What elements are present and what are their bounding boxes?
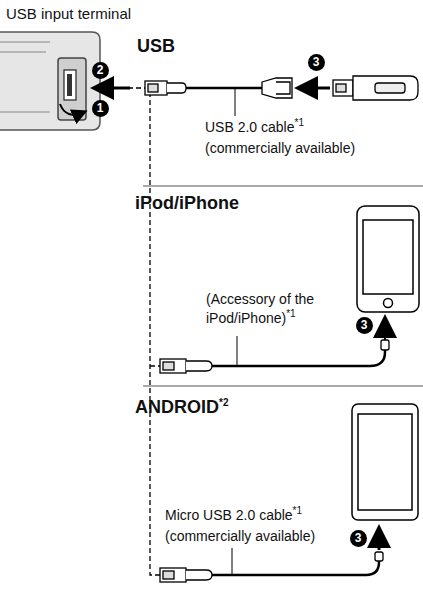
footnote-mark: *1 bbox=[293, 505, 302, 516]
cable-label: (Accessory of the iPod/iPhone) bbox=[206, 291, 314, 326]
section-heading: USB bbox=[137, 36, 175, 56]
head-unit bbox=[0, 32, 100, 130]
callout-number: 3 bbox=[356, 317, 373, 334]
callout-number: 1 bbox=[92, 100, 109, 117]
section-heading-wrap: iPod/iPhone bbox=[135, 192, 239, 214]
cable-note: (commercially available) bbox=[165, 528, 315, 544]
callout-number: 2 bbox=[92, 62, 109, 79]
cable-label-wrap: (Accessory of the iPod/iPhone)*1 bbox=[206, 290, 338, 328]
footnote-mark: *1 bbox=[286, 308, 295, 319]
cable-label: Micro USB 2.0 cable bbox=[165, 507, 293, 523]
android-device bbox=[352, 404, 418, 520]
terminal-label: USB input terminal bbox=[6, 5, 131, 22]
footnote-mark: *2 bbox=[219, 397, 228, 408]
section-heading: ANDROID bbox=[135, 397, 219, 417]
cable-label-wrap: USB 2.0 cable*1 bbox=[205, 118, 304, 137]
footnote-mark: *1 bbox=[295, 117, 304, 128]
cable-note-wrap: (commercially available) bbox=[205, 139, 355, 158]
cable-label: USB 2.0 cable bbox=[205, 119, 295, 135]
cable-note-wrap: (commercially available) bbox=[165, 527, 315, 546]
callout-number: 3 bbox=[308, 54, 325, 71]
usb-extension-cable bbox=[145, 78, 292, 116]
section-heading: iPod/iPhone bbox=[135, 193, 239, 213]
micro-usb-cable bbox=[160, 548, 383, 582]
usb-flash-drive bbox=[333, 76, 418, 100]
section-heading-wrap: ANDROID*2 bbox=[135, 396, 228, 418]
iphone bbox=[357, 206, 419, 312]
lightning-cable bbox=[160, 334, 389, 373]
callout-number: 3 bbox=[350, 530, 367, 547]
cable-note: (commercially available) bbox=[205, 140, 355, 156]
section-heading-wrap: USB bbox=[137, 35, 175, 57]
terminal-label-wrap: USB input terminal bbox=[6, 4, 131, 23]
cable-label-wrap: Micro USB 2.0 cable*1 bbox=[165, 506, 302, 525]
dashed-connection bbox=[104, 88, 160, 575]
